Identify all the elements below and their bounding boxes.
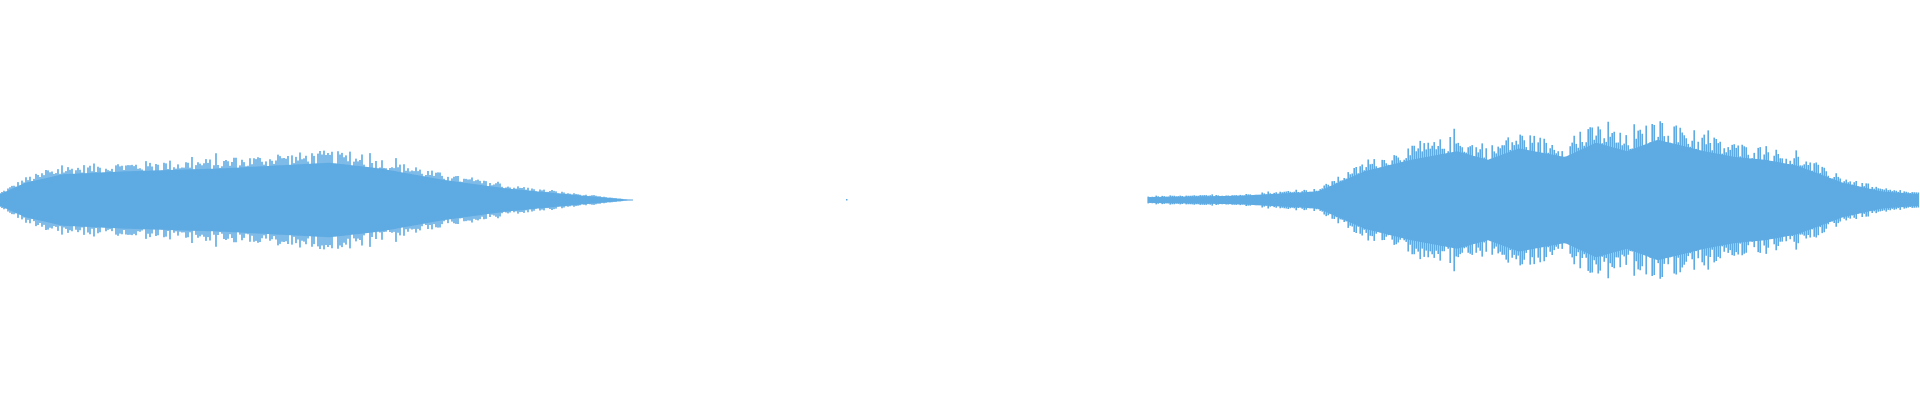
waveform-body-segment-1	[0, 162, 632, 238]
waveform-segment-2	[1147, 121, 1919, 279]
waveform-segment-1	[0, 150, 633, 250]
waveform-silence-blip	[846, 199, 848, 201]
waveform-bars	[0, 121, 1919, 279]
waveform-body-segment-2	[1148, 139, 1919, 261]
